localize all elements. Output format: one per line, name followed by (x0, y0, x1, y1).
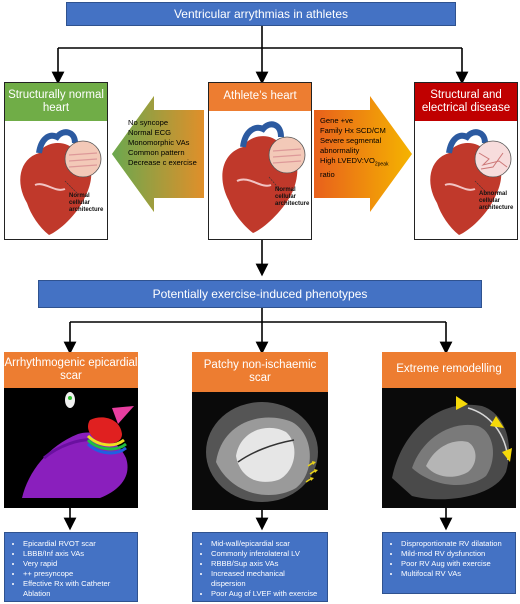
top-title-text: Ventricular arrythmias in athletes (173, 7, 349, 21)
heart-illustration-center (222, 121, 306, 233)
phenotype-2-bullet: Increased mechanical dispersion (211, 569, 321, 589)
phenotype-3-bullet: Poor RV Aug with exercise (401, 559, 509, 569)
center-panel: Athlete’s heart Normal cellular architec… (208, 82, 312, 240)
phenotype-1-image (4, 388, 138, 508)
right-arrow-line-text: High LVEDV:VO (320, 156, 375, 165)
phenotype-2-title-text: Patchy non-ischaemic scar (203, 358, 317, 384)
phenotype-1-bullet: Very rapid (23, 559, 131, 569)
phenotype-3-list: Disproportionate RV dilatation Mild-mod … (382, 532, 516, 594)
left-arrow-line: Monomorphic VAs (128, 138, 190, 147)
phenotype-1-bullet: Effective Rx with Catheter Ablation (23, 579, 131, 599)
phenotype-2-bullet: Commonly inferolateral LV (211, 549, 321, 559)
right-panel-title-text: Structural and electrical disease (421, 88, 511, 114)
left-panel-title-text: Structurally normal heart (8, 88, 104, 114)
right-arrow-line: Gene +ve (320, 116, 354, 125)
phenotype-3-title-text: Extreme remodelling (396, 363, 502, 376)
phenotype-1-title: Arrhythmogenic epicardial scar (4, 352, 138, 388)
right-arrow-line: ratio (320, 169, 335, 179)
phenotype-2-bullet: Mid-wall/epicardial scar (211, 539, 321, 549)
left-arrow-line: No syncope (128, 118, 169, 127)
left-panel: Structurally normal heart Normal cellula… (4, 82, 108, 240)
center-panel-title-text: Athlete’s heart (223, 90, 297, 103)
center-panel-caption: Normal cellular architecture (275, 187, 310, 207)
right-arrow-shape (314, 96, 412, 212)
right-panel: Structural and electrical disease Abnorm… (414, 82, 518, 240)
phenotype-2-list: Mid-wall/epicardial scar Commonly infero… (192, 532, 328, 602)
heart-illustration-left (20, 129, 102, 235)
phenotype-2-bullet: RBBB/Sup axis VAs (211, 559, 321, 569)
phenotype-2-image (192, 392, 328, 510)
phenotype-3-title: Extreme remodelling (382, 352, 516, 388)
center-panel-title: Athlete’s heart (209, 83, 311, 111)
phenotype-3-bullet: Disproportionate RV dilatation (401, 539, 509, 549)
left-panel-caption: Normal cellular architecture (69, 193, 104, 213)
left-panel-title: Structurally normal heart (5, 83, 107, 121)
right-arrow-line: Family Hx SCD/CM (320, 126, 386, 135)
phenotype-1-bullet: LBBB/Inf axis VAs (23, 549, 131, 559)
left-arrow-text: No syncope Normal ECG Monomorphic VAs Co… (128, 118, 206, 168)
right-panel-caption: Abnormal cellular architecture (479, 191, 514, 211)
phenotype-3-image (382, 388, 516, 508)
right-arrow-line: High LVEDV:VO2peak (320, 156, 402, 170)
phenotype-1-list: Epicardial RVOT scar LBBB/Inf axis VAs V… (4, 532, 138, 602)
right-arrow-line: Severe segmental abnormality (320, 136, 382, 155)
phenotypes-title-text: Potentially exercise-induced phenotypes (152, 287, 368, 301)
left-arrow-line: Decrease c exercise (128, 158, 197, 167)
phenotypes-title: Potentially exercise-induced phenotypes (38, 280, 482, 308)
phenotype-3-bullet: Mild-mod RV dysfunction (401, 549, 509, 559)
phenotype-1-bullet: Epicardial RVOT scar (23, 539, 131, 549)
top-title: Ventricular arrythmias in athletes (66, 2, 456, 26)
left-arrow-line: Normal ECG (128, 128, 172, 137)
right-arrow-text: Gene +ve Family Hx SCD/CM Severe segment… (320, 116, 402, 180)
right-panel-title: Structural and electrical disease (415, 83, 517, 121)
phenotype-2-bullet: Poor Aug of LVEF with exercise (211, 589, 321, 599)
left-arrow-line: Common pattern (128, 148, 185, 157)
heart-illustration-right (430, 129, 512, 235)
phenotype-2-title: Patchy non-ischaemic scar (192, 352, 328, 392)
right-arrow-subscript: 2peak (374, 161, 389, 168)
phenotype-1-bullet: ++ presyncope (23, 569, 131, 579)
left-arrow-shape (112, 96, 204, 212)
phenotype-1-title-text: Arrhythmogenic epicardial scar (4, 356, 138, 382)
phenotype-3-bullet: Multifocal RV VAs (401, 569, 509, 579)
